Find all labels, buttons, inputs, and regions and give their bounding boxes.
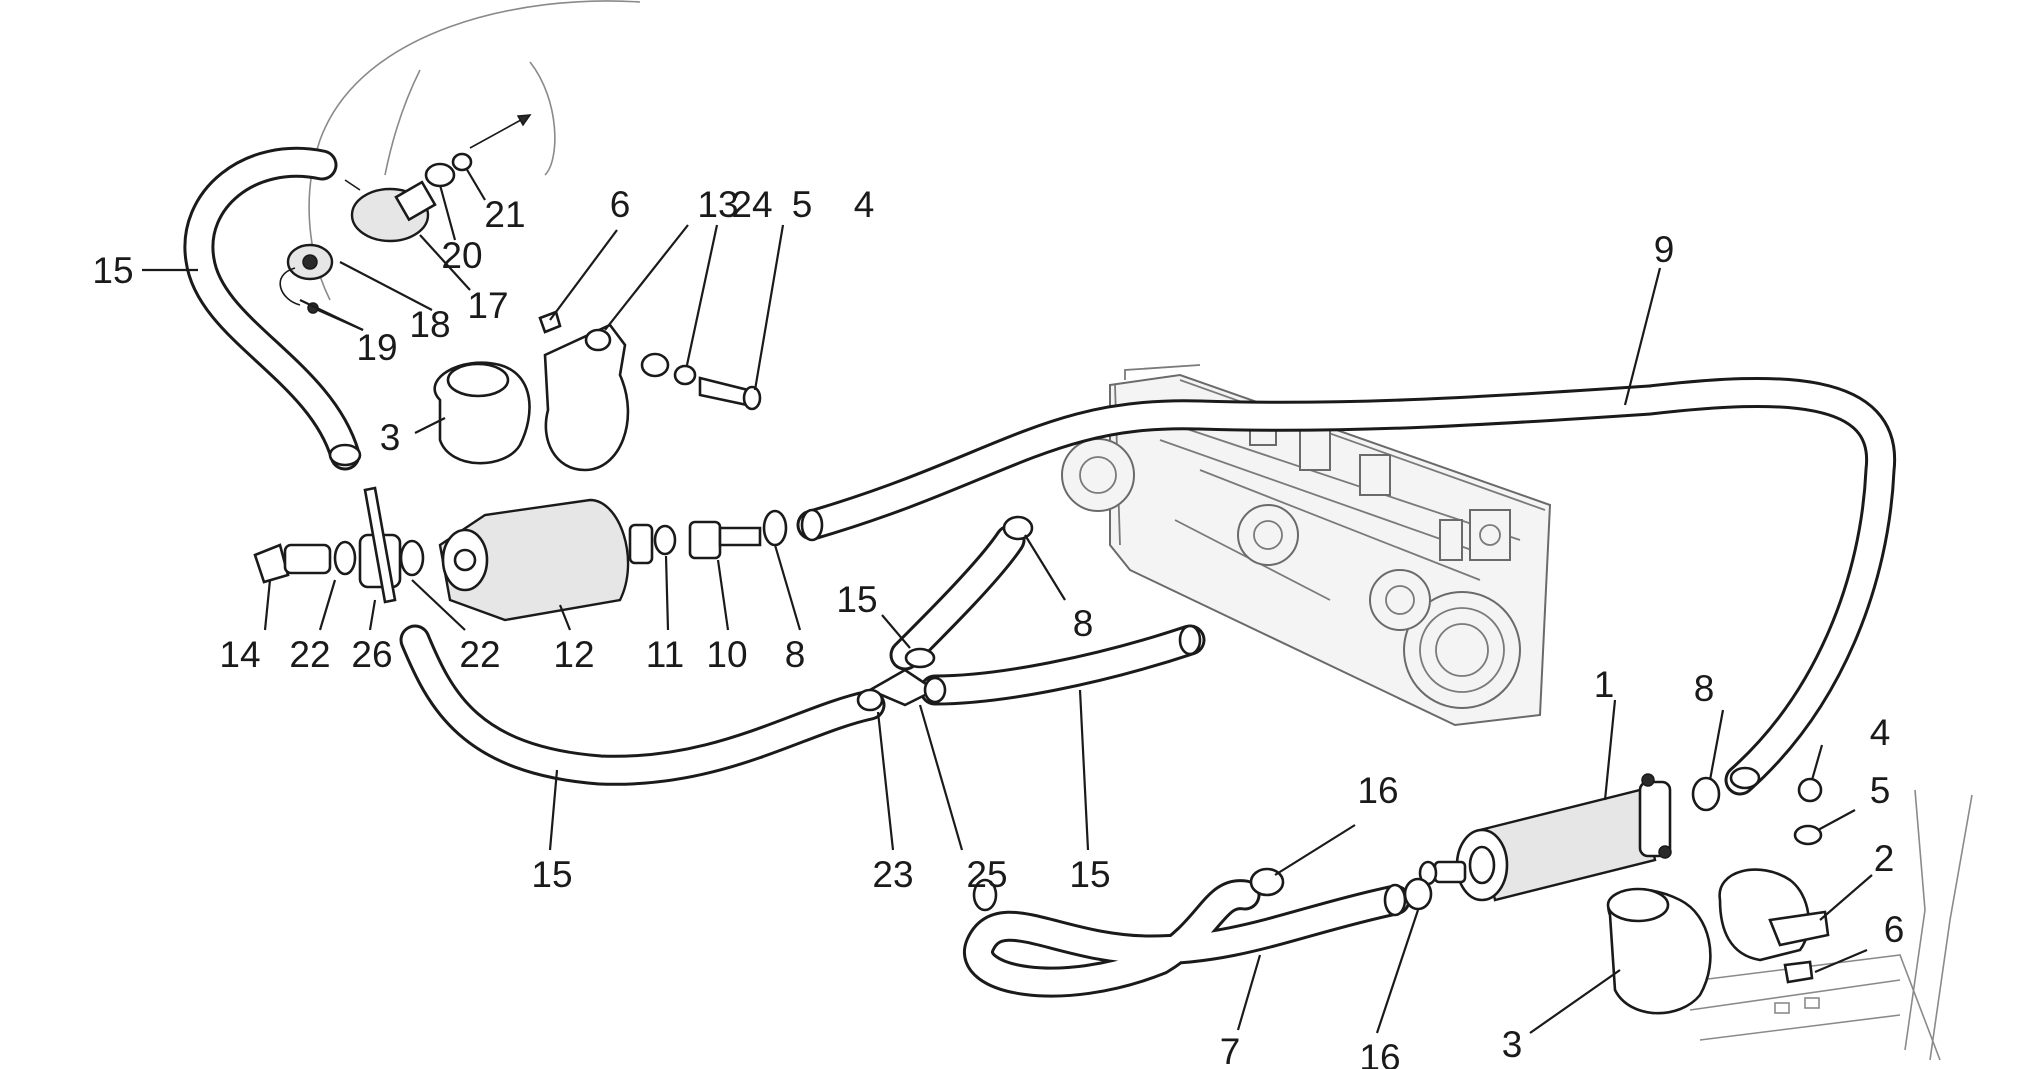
callout-5-upper: 5	[792, 184, 813, 225]
callout-21: 21	[484, 194, 525, 235]
callout-25: 25	[966, 854, 1007, 895]
body-outline	[308, 0, 1973, 1061]
callout-6-lower: 6	[1884, 909, 1905, 950]
callout-16-upper: 16	[1357, 770, 1398, 811]
components	[253, 114, 1830, 1015]
callout-17: 17	[467, 285, 508, 326]
callout-22-left: 22	[289, 634, 330, 675]
callout-19: 19	[356, 327, 397, 368]
callout-16-lower: 16	[1359, 1037, 1400, 1069]
callout-3-lower: 3	[1502, 1024, 1523, 1065]
callout-9: 9	[1654, 229, 1675, 270]
callout-18: 18	[409, 304, 450, 345]
callout-3-upper: 3	[380, 417, 401, 458]
callout-8-engine: 8	[1073, 603, 1094, 644]
callout-5-lower: 5	[1870, 770, 1891, 811]
callout-23: 23	[872, 854, 913, 895]
callout-12: 12	[553, 634, 594, 675]
fuel-hoses	[183, 146, 1897, 998]
leader-lines	[142, 167, 1873, 1034]
callout-8-filter: 8	[785, 634, 806, 675]
callout-14: 14	[219, 634, 260, 675]
callout-1: 1	[1594, 664, 1615, 705]
callout-15-bottom: 15	[531, 854, 572, 895]
callout-15-branch: 15	[836, 579, 877, 620]
callout-labels: 1 2 3 3 4 4 5 5 6 6 7 8 8 8 9 10 11 12 1…	[92, 184, 1904, 1069]
callout-15-right: 15	[1069, 854, 1110, 895]
callout-11: 11	[646, 634, 684, 675]
callout-10: 10	[706, 634, 747, 675]
callout-6-upper: 6	[610, 184, 631, 225]
callout-20: 20	[441, 235, 482, 276]
callout-4-upper: 4	[854, 184, 875, 225]
callout-24: 24	[731, 184, 772, 225]
callout-8-pump: 8	[1694, 668, 1715, 709]
callout-15-left: 15	[92, 250, 133, 291]
callout-26: 26	[351, 634, 392, 675]
callout-4-lower: 4	[1870, 712, 1891, 753]
callout-7: 7	[1220, 1031, 1241, 1069]
callout-13: 13	[697, 184, 738, 225]
callout-22-right: 22	[459, 634, 500, 675]
callout-2: 2	[1874, 838, 1895, 879]
